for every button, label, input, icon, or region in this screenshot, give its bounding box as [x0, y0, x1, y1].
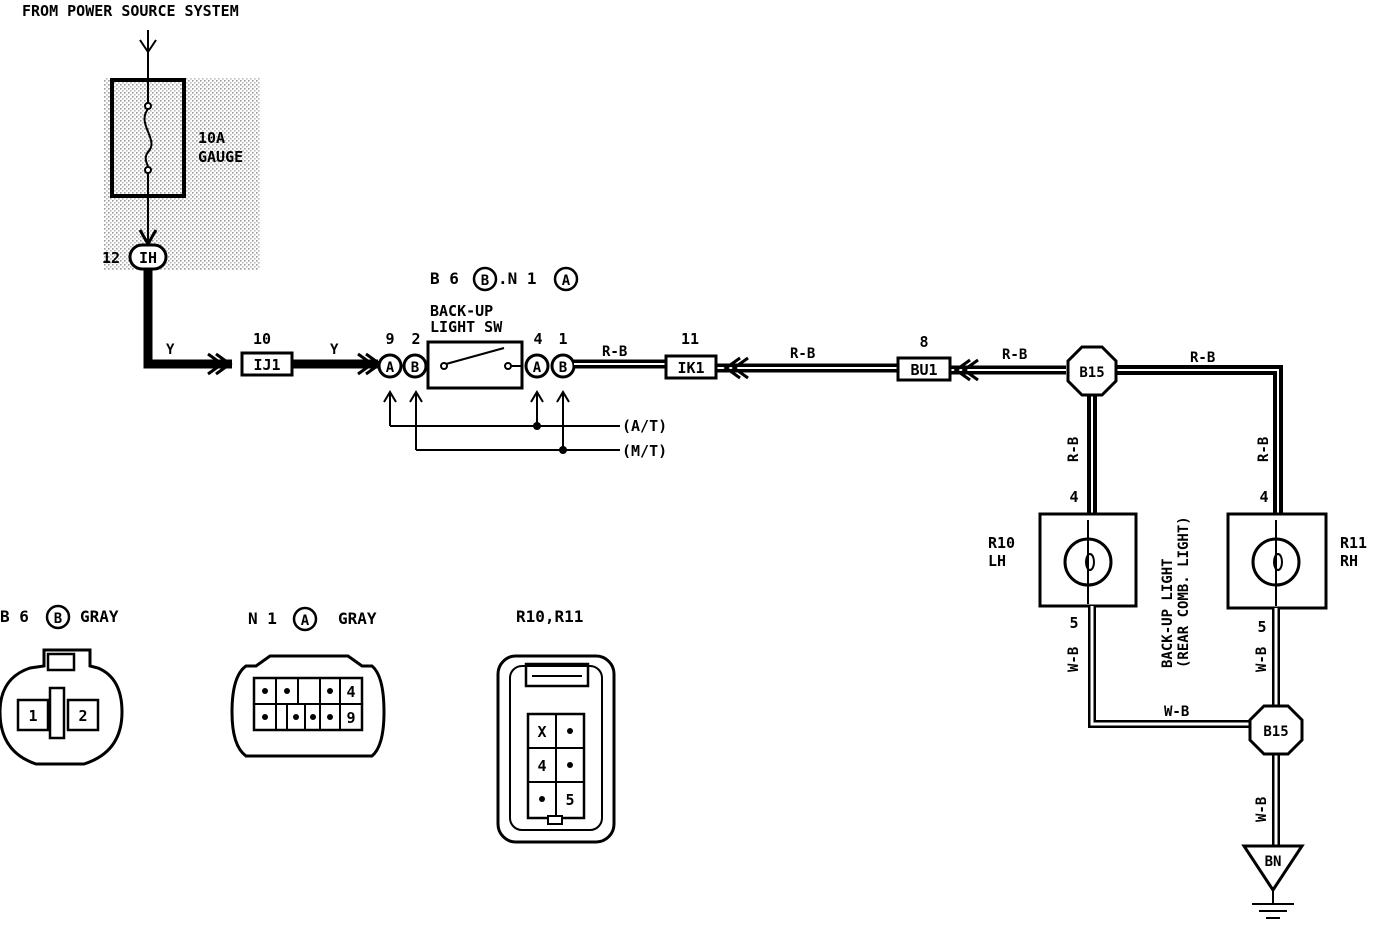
fuse-name: GAUGE: [198, 148, 243, 166]
wire-color-rb-rh: R-B: [1256, 437, 1272, 462]
splice-b15-top: [1066, 345, 1118, 397]
bu1-junction: [896, 356, 952, 382]
lh-lamp-pin-in: 4: [1069, 488, 1078, 506]
ik1-code: IK1: [677, 359, 704, 377]
switch-terminal-a-left-text: A: [386, 360, 395, 376]
b6-connector-face: [0, 648, 124, 766]
n1-connector-badge: [292, 606, 318, 632]
wire-wb: [1088, 606, 1280, 846]
switch-contacts: [440, 347, 522, 370]
switch-terminal-a-right-text: A: [533, 360, 542, 376]
b6-connector-badge-text: B: [54, 611, 62, 627]
switch-pin-1: 1: [558, 330, 567, 348]
switch-ref-badge-a-text: A: [562, 273, 571, 289]
b6-pin-1: 1: [28, 707, 37, 725]
ij1-junction: [240, 351, 294, 377]
ground-label: BN: [1265, 854, 1282, 870]
lh-lamp-pin-out: 5: [1069, 614, 1078, 632]
b6-pin-2: 2: [78, 707, 87, 725]
ih-connector-code: IH: [139, 249, 157, 267]
switch-name-line2: LIGHT SW: [430, 318, 503, 336]
r10r11-pin-x: X: [537, 723, 546, 741]
switch-pin-9: 9: [385, 330, 394, 348]
ih-pin-number: 12: [102, 249, 120, 267]
switch-ref-badge-a: [553, 266, 579, 292]
b6-connector-badge: [45, 604, 71, 630]
lamp-title-line1: BACK-UP LIGHT: [1160, 558, 1176, 668]
lh-lamp-side: LH: [988, 552, 1006, 570]
n1-pin-9: 9: [346, 709, 355, 727]
wire-color-wb-ground: W-B: [1254, 797, 1270, 822]
bu1-pin-number: 8: [919, 333, 928, 351]
wire-color-wb-cross: W-B: [1164, 704, 1189, 720]
fuse-rating: 10A: [198, 129, 225, 147]
wire-color-wb-lh: W-B: [1066, 647, 1082, 672]
ij1-pin-number: 10: [253, 330, 271, 348]
wire-color-rb-1: R-B: [602, 344, 627, 360]
switch-ref-prefix: B 6: [430, 269, 459, 288]
b6-connector-prefix: B 6: [0, 607, 29, 626]
n1-connector-color: GRAY: [338, 609, 377, 628]
ik1-pin-number: 11: [681, 330, 699, 348]
switch-pin-4: 4: [533, 330, 542, 348]
n1-pin-4: 4: [346, 683, 355, 701]
wire-color-y-1: Y: [166, 342, 175, 358]
r10r11-connector-face: [496, 654, 616, 844]
r10r11-pin-5: 5: [565, 791, 574, 809]
switch-ref-badge-b: [472, 266, 498, 292]
ij1-code: IJ1: [253, 356, 280, 374]
wire-rb-main: [574, 356, 1283, 520]
ground-symbol: [1252, 890, 1294, 919]
splice-b15-bottom: [1248, 704, 1304, 756]
power-feed: [139, 30, 157, 80]
switch-terminal-b-right-text: B: [559, 360, 567, 376]
switch-terminal-a-left: [377, 353, 403, 379]
wire-color-rb-3: R-B: [1002, 347, 1027, 363]
ground-point: [1241, 844, 1305, 893]
wire-color-rb-2: R-B: [790, 346, 815, 362]
b6-connector-color: GRAY: [80, 607, 119, 626]
splice-b15-bottom-label: B15: [1263, 724, 1288, 740]
n1-connector-face: [230, 654, 386, 758]
wire-color-wb-rh: W-B: [1254, 647, 1270, 672]
wire-color-y-2: Y: [330, 342, 339, 358]
rh-lamp-side: RH: [1340, 552, 1358, 570]
switch-name-line1: BACK-UP: [430, 302, 493, 320]
switch-ref-badge-b-text: B: [481, 273, 489, 289]
rh-lamp-ref: R11: [1340, 534, 1367, 552]
switch-terminal-b-left: [402, 353, 428, 379]
r10r11-pin-4: 4: [537, 757, 546, 775]
mt-label: (M/T): [622, 442, 667, 460]
lh-lamp-ref: R10: [988, 534, 1015, 552]
n1-connector-prefix: N 1: [248, 609, 277, 628]
splice-b15-top-label: B15: [1079, 365, 1104, 381]
lamp-title-line2: (REAR COMB. LIGHT): [1176, 516, 1192, 668]
power-source-label: FROM POWER SOURCE SYSTEM: [22, 2, 239, 20]
transmission-branch-lines: [383, 390, 620, 454]
wire-color-rb-4: R-B: [1190, 350, 1215, 366]
n1-connector-badge-text: A: [301, 613, 310, 629]
switch-pin-2: 2: [411, 330, 420, 348]
r10r11-connector-title: R10,R11: [516, 607, 583, 626]
switch-terminal-b-left-text: B: [411, 360, 419, 376]
wire-color-rb-lh: R-B: [1066, 437, 1082, 462]
switch-terminal-a-right: [524, 353, 550, 379]
rh-lamp-pin-in: 4: [1259, 488, 1268, 506]
switch-ref-separator: .N 1: [498, 269, 537, 288]
ik1-junction: [664, 354, 718, 380]
wire-y: [143, 269, 383, 376]
rh-lamp-pin-out: 5: [1257, 618, 1266, 636]
bu1-code: BU1: [910, 361, 937, 379]
at-label: (A/T): [622, 417, 667, 435]
